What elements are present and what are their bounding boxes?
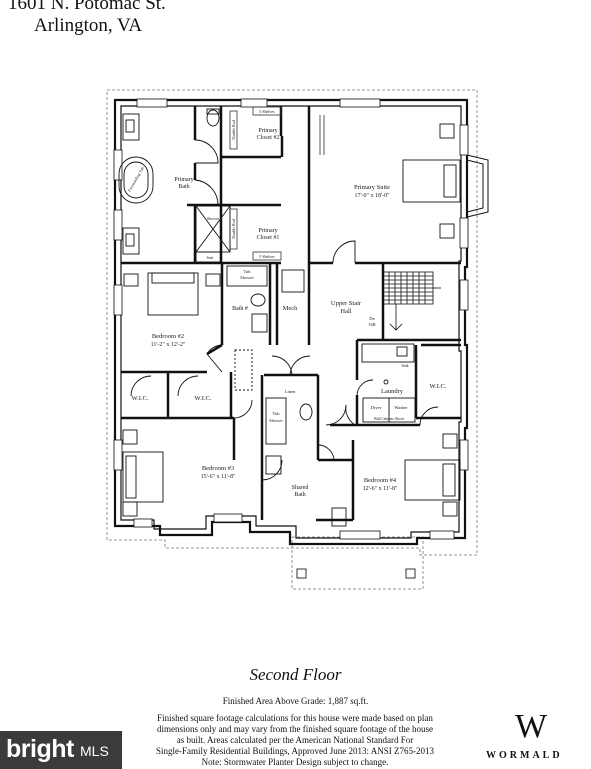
staircase xyxy=(382,271,441,331)
wormald-logo-mark: W xyxy=(515,708,548,745)
label-shared-bath: Shared xyxy=(292,485,309,491)
disclaimer-line: Finished square footage calculations for… xyxy=(157,713,433,723)
label-washer: Washer xyxy=(394,405,408,410)
bright-mls-watermark: bright MLS xyxy=(0,731,122,769)
label-primary-closet-1: Primary xyxy=(258,228,277,234)
closet-rods xyxy=(229,106,325,261)
address-city: Arlington, VA xyxy=(34,15,143,36)
label-primary-suite-dims: 17'-0" x 18'-0" xyxy=(354,193,390,199)
bay-window xyxy=(466,154,489,218)
disclaimer-line: dimensions only and may vary from the fi… xyxy=(157,724,433,734)
label-dryer: Dryer xyxy=(371,405,382,410)
label-upper-stair-hall: Upper Stair xyxy=(331,300,362,307)
address-street: 1601 N. Potomac St. xyxy=(8,0,166,14)
label-bedroom-3-dims: 15'-6" x 11'-8" xyxy=(201,474,236,480)
label-wall-cabinets: Wall Cabinets Above xyxy=(374,417,405,421)
beds xyxy=(122,123,461,517)
door-swings xyxy=(130,139,439,481)
label-bedroom-3: Bedroom #3 xyxy=(202,465,234,472)
bath-fixtures xyxy=(118,108,416,527)
label-bedroom-2-dims: 11'-2" x 12'-2" xyxy=(151,342,186,348)
label-sink: Sink xyxy=(401,363,408,368)
label-primary-bath: Primary xyxy=(174,177,193,183)
label-shelves-top: 5 Shelves xyxy=(259,109,275,114)
label-tub-shower-shared: Tub xyxy=(272,411,280,416)
windows xyxy=(113,98,469,540)
label-laundry: Laundry xyxy=(381,388,404,395)
mls-logo-text: MLS xyxy=(80,743,109,759)
floor-title: Second Floor xyxy=(249,665,342,684)
label-mech: Mech xyxy=(283,305,299,312)
disclaimer-line: Note: Stormwater Planter Design subject … xyxy=(201,757,389,767)
disclaimer-line: Single-Family Residential Buildings, App… xyxy=(156,746,434,756)
disclaimer-line: as built. Areas calculated per the Ameri… xyxy=(176,735,414,745)
label-bath-2: Bath # xyxy=(232,306,248,312)
label-stair-count: 16R xyxy=(368,322,376,327)
label-bedroom-4: Bedroom #4 xyxy=(364,477,397,484)
label-bedroom-4-dims: 12'-6" x 11'-8" xyxy=(363,486,398,492)
label-tub-shower-bath2: Tub xyxy=(243,269,251,274)
label-tub-shower-shared-b: Shower xyxy=(269,418,283,423)
label-wic-2: W.I.C. xyxy=(195,395,212,402)
label-wic-1: W.I.C. xyxy=(132,395,149,402)
area-disclaimer: Finished square footage calculations for… xyxy=(130,713,460,768)
label-upper-stair-hall-b: Hall xyxy=(340,308,351,315)
label-shared-bath-b: Bath xyxy=(294,492,305,498)
label-primary-suite: Primary Suite xyxy=(354,184,390,191)
label-freestanding-tub: Freestanding Tub xyxy=(127,166,145,193)
porch-posts xyxy=(296,568,416,579)
label-linen: Linen xyxy=(285,389,296,394)
label-seat: Seat xyxy=(207,255,215,260)
label-wic-3: W.I.C. xyxy=(430,383,447,390)
room-labels: Primary Bath Primary Closet #2 Primary C… xyxy=(127,109,447,498)
label-shower: Shower xyxy=(207,216,220,221)
label-primary-closet-2: Primary xyxy=(258,128,277,134)
interior-walls xyxy=(121,106,461,522)
label-primary-bath-2: Bath xyxy=(178,184,189,190)
label-double-rod-2: Double Rod xyxy=(231,219,236,238)
label-primary-closet-1b: Closet #1 xyxy=(257,235,280,241)
exterior-wall xyxy=(113,98,469,546)
label-bedroom-2: Bedroom #2 xyxy=(152,333,184,340)
label-double-rod-1: Double Rod xyxy=(231,120,236,139)
finished-area: Finished Area Above Grade: 1,887 sq.ft. xyxy=(222,696,369,706)
wormald-logo-text: WORMALD xyxy=(486,750,563,761)
label-shelves-bottom: 5 Shelves xyxy=(259,254,275,259)
property-address: 1601 N. Potomac St. Arlington, VA xyxy=(8,0,166,37)
label-primary-closet-2b: Closet #2 xyxy=(257,135,280,141)
bright-logo-text: bright xyxy=(6,735,74,763)
label-stair-dn: Dn xyxy=(369,316,375,321)
label-tub-shower-bath2-b: Shower xyxy=(240,275,254,280)
